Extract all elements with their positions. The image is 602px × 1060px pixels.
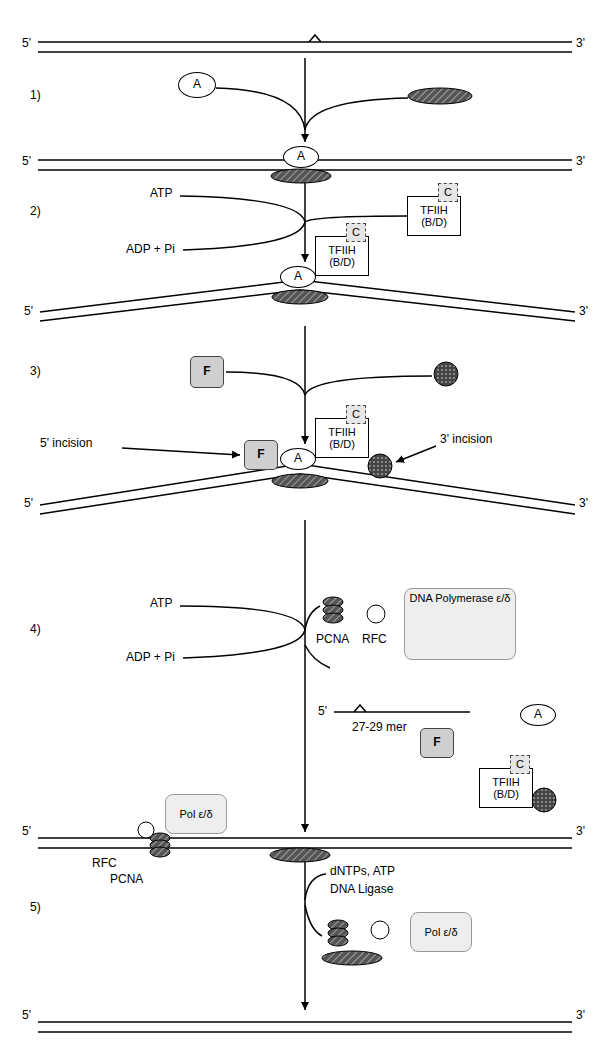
text-label: 3': [579, 304, 588, 318]
complex-box: TFIIH (B/D)C: [315, 418, 369, 458]
text-label: 5': [22, 36, 31, 50]
text-group: F: [203, 365, 210, 378]
subunit-box: C: [510, 755, 530, 774]
text-group: C: [352, 408, 360, 420]
node-text: Pol ε/δ: [179, 808, 212, 820]
node-text: TFIIH (B/D): [316, 426, 368, 450]
text-label: 5': [22, 824, 31, 838]
polymerase-box: Pol ε/δ: [165, 794, 227, 834]
text-group: A: [193, 78, 201, 91]
subunit-box: C: [346, 405, 366, 424]
text-group: C: [444, 186, 452, 198]
text-group: A: [294, 270, 302, 283]
text-label: 3' incision: [440, 432, 492, 446]
text-label: 3': [579, 496, 588, 510]
text-label: 3): [30, 364, 41, 378]
complex-box: TFIIH (B/D)C: [479, 768, 533, 808]
node-text: A: [294, 452, 302, 465]
polymerase-box: DNA Polymerase ε/δ: [404, 588, 516, 660]
text-label: ADP + Pi: [126, 242, 175, 256]
node-text: TFIIH (B/D): [480, 776, 532, 800]
text-group: DNA Polymerase ε/δ: [410, 592, 511, 604]
text-label: PCNA: [110, 872, 143, 886]
text-label: PCNA: [316, 632, 349, 646]
text-group: TFIIH (B/D): [316, 426, 368, 450]
text-group: Pol ε/δ: [179, 808, 212, 820]
text-group: F: [433, 736, 440, 749]
node-text: C: [352, 408, 360, 420]
text-group: A: [294, 452, 302, 465]
text-group: TFIIH (B/D): [480, 776, 532, 800]
text-group: TFIIH (B/D): [408, 204, 460, 228]
node-text: C: [444, 186, 452, 198]
subunit-box: C: [346, 223, 366, 242]
protein-oval: A: [520, 704, 556, 726]
text-label: 5': [22, 1008, 31, 1022]
nuclease-box: F: [420, 728, 454, 758]
subunit-box: C: [438, 183, 458, 202]
node-text: A: [294, 270, 302, 283]
node-text: TFIIH (B/D): [316, 244, 368, 268]
text-label: dNTPs, ATP: [330, 864, 395, 878]
node-text: DNA Polymerase ε/δ: [410, 592, 511, 604]
text-label: 5': [22, 154, 31, 168]
protein-oval: A: [283, 146, 319, 168]
node-text: C: [352, 226, 360, 238]
text-group: Pol ε/δ: [424, 926, 457, 938]
complex-box: TFIIH (B/D)C: [407, 196, 461, 236]
node-text: A: [193, 78, 201, 91]
text-label: ATP: [150, 186, 172, 200]
text-label: RFC: [362, 632, 387, 646]
protein-oval: A: [178, 72, 216, 98]
text-label: 27-29 mer: [352, 720, 407, 734]
text-group: TFIIH (B/D): [316, 244, 368, 268]
complex-box: TFIIH (B/D)C: [315, 236, 369, 276]
text-label: 4): [30, 622, 41, 636]
nuclease-box: F: [244, 440, 278, 470]
text-label: RFC: [92, 856, 117, 870]
text-label: 3': [576, 824, 585, 838]
node-text: TFIIH (B/D): [408, 204, 460, 228]
protein-oval: A: [280, 266, 316, 288]
node-text: F: [257, 448, 264, 461]
text-group: C: [352, 226, 360, 238]
text-group: A: [297, 150, 305, 163]
text-label: 5): [30, 900, 41, 914]
node-text: Pol ε/δ: [424, 926, 457, 938]
nuclease-box: F: [190, 356, 224, 388]
text-label: DNA Ligase: [330, 882, 393, 896]
node-text: A: [297, 150, 305, 163]
text-label: 5': [24, 496, 33, 510]
node-text: A: [534, 708, 542, 721]
text-label: 5': [318, 704, 327, 718]
node-text: F: [203, 365, 210, 378]
text-label: 3': [576, 154, 585, 168]
text-label: 2): [30, 204, 41, 218]
text-group: C: [516, 758, 524, 770]
text-label: 3': [576, 1008, 585, 1022]
text-label: 3': [576, 36, 585, 50]
text-label: ATP: [150, 596, 172, 610]
node-text: C: [516, 758, 524, 770]
text-label: ADP + Pi: [126, 650, 175, 664]
polymerase-box: Pol ε/δ: [410, 912, 472, 952]
node-text: F: [433, 736, 440, 749]
text-group: A: [534, 708, 542, 721]
text-label: 5' incision: [40, 436, 92, 450]
text-label: 5': [24, 304, 33, 318]
text-group: F: [257, 448, 264, 461]
protein-oval: A: [280, 448, 316, 470]
text-label: 1): [30, 88, 41, 102]
